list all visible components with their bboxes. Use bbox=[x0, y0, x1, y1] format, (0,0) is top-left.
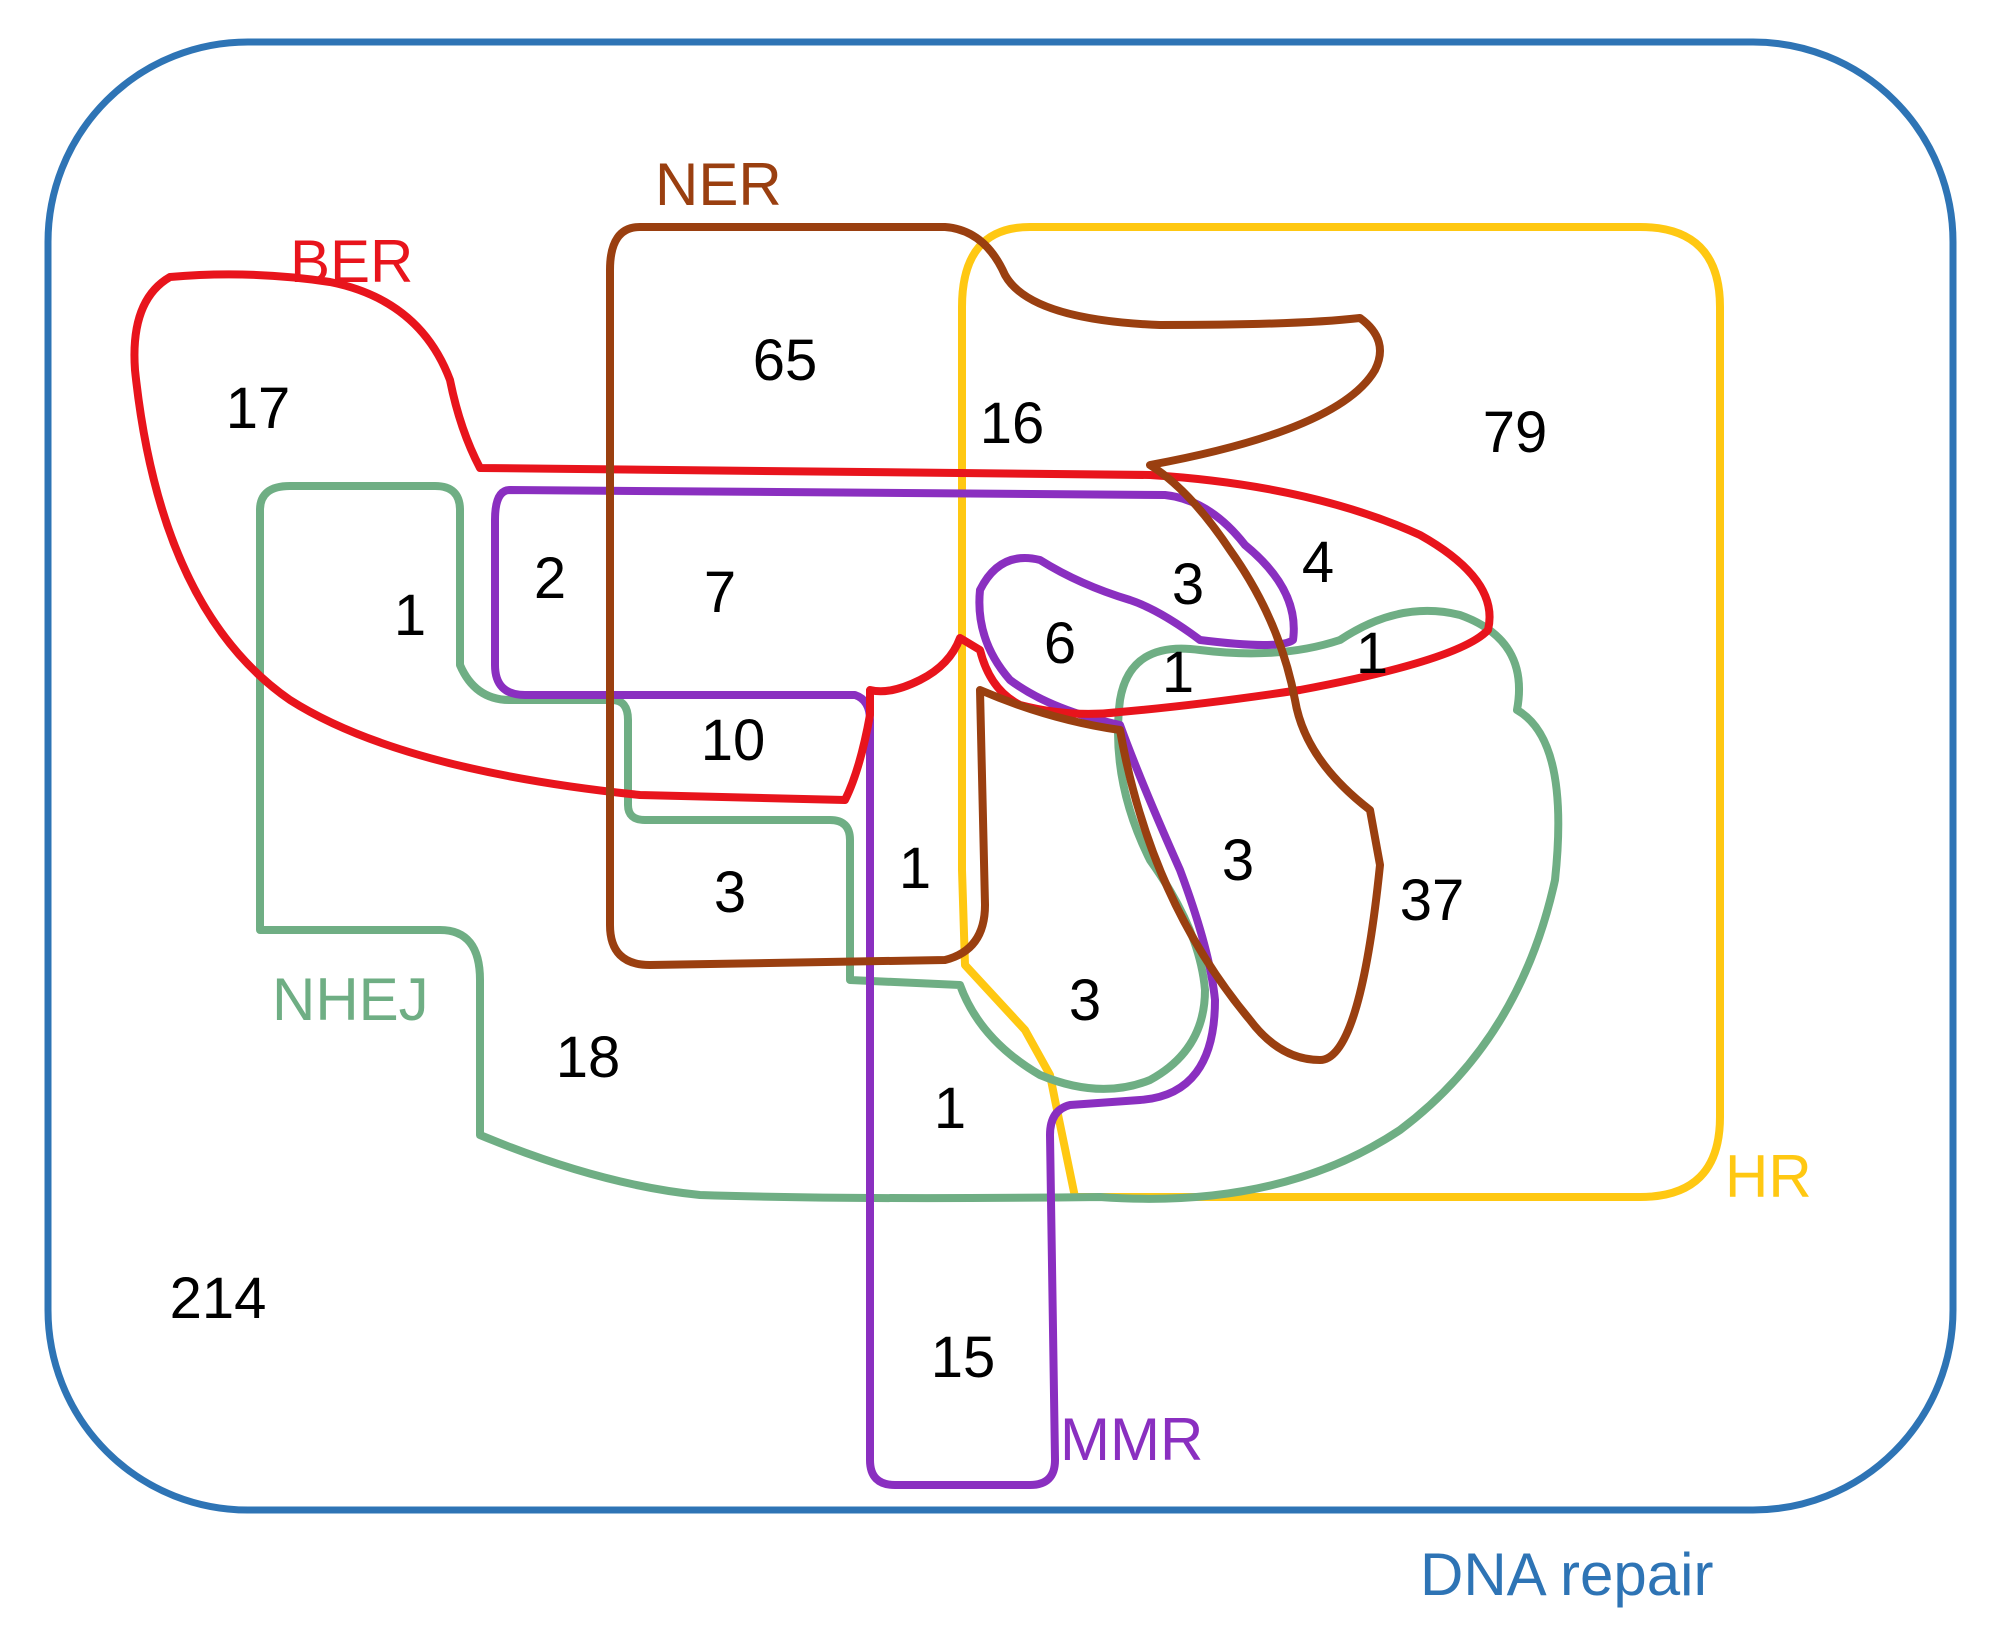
region-count: 1 bbox=[394, 583, 426, 648]
region-count: 15 bbox=[931, 1325, 996, 1390]
region-count: 7 bbox=[704, 560, 736, 625]
region-count: 3 bbox=[1222, 828, 1254, 893]
nhej-set-outline bbox=[256, 482, 1563, 1203]
mmr-set-outline bbox=[491, 486, 1298, 1489]
region-count: 16 bbox=[980, 391, 1045, 456]
region-count: 3 bbox=[714, 860, 746, 925]
mmr-set-label: MMR bbox=[1060, 1406, 1203, 1473]
region-count: 214 bbox=[170, 1266, 267, 1331]
region-count: 4 bbox=[1302, 530, 1334, 595]
region-count: 79 bbox=[1483, 400, 1548, 465]
dna-repair-universe-outline bbox=[44, 38, 1957, 1514]
region-count: 1 bbox=[934, 1076, 966, 1141]
region-count: 2 bbox=[534, 546, 566, 611]
region-count: 37 bbox=[1400, 868, 1465, 933]
nhej-set-label: NHEJ bbox=[272, 966, 429, 1033]
hr-set-label: HR bbox=[1725, 1143, 1812, 1210]
region-count: 65 bbox=[753, 328, 818, 393]
region-count: 1 bbox=[899, 836, 931, 901]
hr-set-outline bbox=[958, 223, 1724, 1201]
region-count: 1 bbox=[1162, 640, 1194, 705]
ber-set-outline bbox=[130, 270, 1494, 804]
region-count: 18 bbox=[556, 1025, 621, 1090]
region-count: 17 bbox=[226, 376, 291, 441]
region-count: 3 bbox=[1172, 552, 1204, 617]
dna-repair-label: DNA repair bbox=[1420, 1541, 1713, 1608]
ber-set-label: BER bbox=[290, 228, 413, 295]
region-count: 10 bbox=[701, 708, 766, 773]
region-count: 1 bbox=[1356, 621, 1388, 686]
ner-set-label: NER bbox=[655, 151, 782, 218]
region-count: 6 bbox=[1044, 611, 1076, 676]
ner-set-outline bbox=[606, 223, 1384, 1064]
region-count: 3 bbox=[1069, 968, 1101, 1033]
